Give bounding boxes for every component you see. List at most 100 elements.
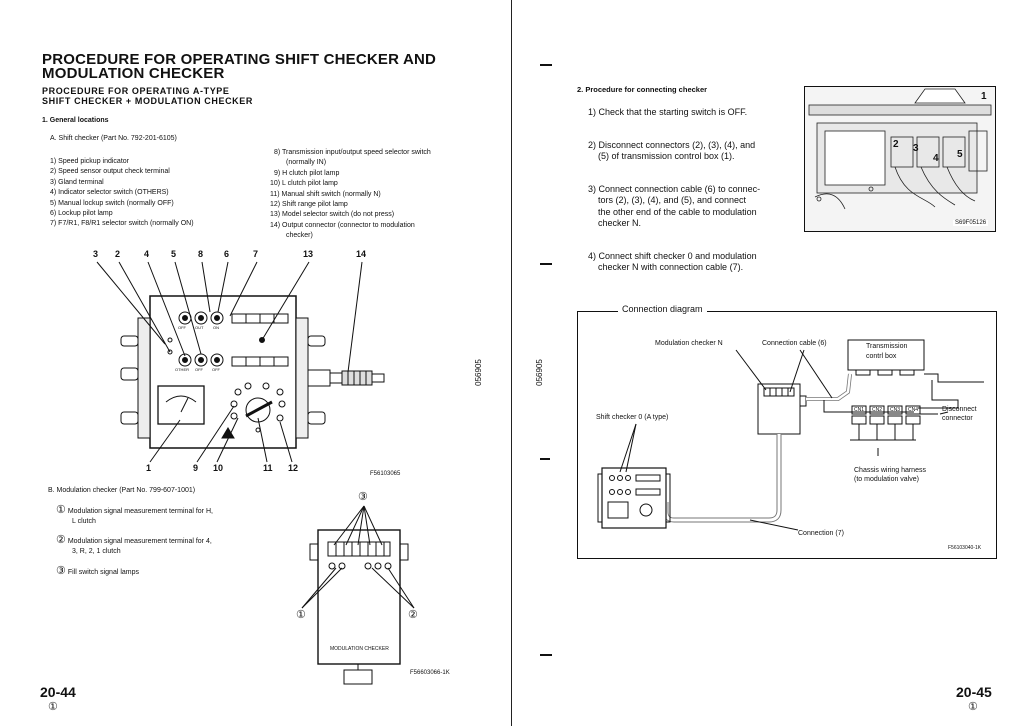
callout-10: 10 xyxy=(213,463,224,473)
gutter-mark xyxy=(540,654,552,656)
part-a-heading: A. Shift checker (Part No. 792-201-6105) xyxy=(50,135,177,142)
control-box-photo: 2 3 4 5 1 S69F05126 xyxy=(804,86,996,232)
figure-code: F56603066-1K xyxy=(410,670,450,676)
list-item: (normally IN) xyxy=(286,159,327,167)
list-item: 13) Model selector switch (do not press) xyxy=(270,211,395,219)
cn-label: CN1 xyxy=(854,407,865,413)
gutter-mark xyxy=(540,263,552,265)
photo-callout-1: 1 xyxy=(981,91,987,102)
callout-3-circled: ③ xyxy=(358,491,368,503)
list-item: 10) L clutch pilot lamp xyxy=(270,180,338,188)
photo-callout-3: 3 xyxy=(913,143,919,154)
label-chassis-harness: Chassis wiring harness xyxy=(854,467,926,474)
list-item: 7) F7/R1, F8/R1 selector switch (normall… xyxy=(50,220,194,228)
page-mark-right: ① xyxy=(968,701,978,713)
gutter-mark xyxy=(540,64,552,66)
label-disconnect: Disconnect xyxy=(942,406,977,413)
callout-11: 11 xyxy=(263,463,273,473)
list-item: 14) Output connector (connector to modul… xyxy=(270,221,415,229)
callout-1-circled: ① xyxy=(296,609,306,621)
callout-9: 9 xyxy=(193,463,199,473)
shift-checker-drawing xyxy=(96,261,385,463)
list-item: 2) Speed sensor output check terminal xyxy=(50,168,170,176)
list-item: 11) Manual shift switch (normally N) xyxy=(270,190,381,198)
label-connection-7: Connection (7) xyxy=(798,530,844,537)
photo-callout-2: 2 xyxy=(893,139,899,150)
control-box-sketch xyxy=(808,88,992,210)
cn-label: CN4 xyxy=(908,407,919,413)
location-list-b: 8) Transmission input/output speed selec… xyxy=(270,148,431,242)
step-2: 2) Disconnect connectors (2), (3), (4), … xyxy=(588,140,756,162)
photo-callout-4: 4 xyxy=(933,153,939,164)
diagram-title: Connection diagram xyxy=(618,304,707,314)
callout-12: 12 xyxy=(288,463,299,473)
list-item: checker) xyxy=(286,232,313,240)
modulation-checker-figure: ③ ① ② MODULATION CHECKER F56603066-1K xyxy=(296,491,450,685)
panel-label: OFF xyxy=(212,367,220,372)
list-item: 6) Lockup pilot lamp xyxy=(50,210,113,218)
mod-item-1: ① Modulation signal measurement terminal… xyxy=(56,504,213,526)
list-item: 9) H clutch pilot lamp xyxy=(274,169,340,177)
photo-code: S69F05126 xyxy=(953,220,989,226)
connection-diagram: Connection diagram xyxy=(577,304,997,559)
procedure-heading: 2. Procedure for connecting checker xyxy=(577,85,708,94)
label-shift-checker-0: Shift checker 0 (A type) xyxy=(596,414,669,421)
callout-2: 2 xyxy=(115,249,121,259)
list-item: 5) Manual lockup switch (normally OFF) xyxy=(50,199,174,207)
gutter-code-right: 056905 xyxy=(534,359,544,386)
callout-1: 1 xyxy=(146,463,152,473)
mod-item-3: ③ Fill switch signal lamps xyxy=(56,565,140,577)
label-modulation-checker-n: Modulation checker N xyxy=(655,340,723,347)
shift-checker-figure: 3 2 4 5 8 6 7 13 14 1 9 10 11 12 OFF OUT… xyxy=(93,249,401,477)
panel-label: ON xyxy=(213,325,219,330)
page-divider xyxy=(511,0,512,726)
step-4: 4) Connect shift checker 0 and modulatio… xyxy=(588,251,757,273)
cn-label: CN2 xyxy=(872,407,883,413)
panel-label: OFF xyxy=(195,367,203,372)
callout-3: 3 xyxy=(93,249,99,259)
part-b-heading: B. Modulation checker (Part No. 799-607-… xyxy=(48,487,196,494)
callout-7: 7 xyxy=(253,249,259,259)
callout-4: 4 xyxy=(144,249,150,259)
subtitle-line2: SHIFT CHECKER + MODULATION CHECKER xyxy=(42,96,253,106)
page-number-right: 20-45 xyxy=(956,684,992,700)
step-1: 1) Check that the starting switch is OFF… xyxy=(588,107,748,117)
step-3: 3) Connect connection cable (6) to conne… xyxy=(588,184,761,229)
cn-label: CN3 xyxy=(890,407,901,413)
label-to-modulation-valve: (to modulation valve) xyxy=(854,476,919,483)
panel-label: OUT xyxy=(195,325,204,330)
panel-label: OFF xyxy=(178,325,186,330)
photo-callout-5: 5 xyxy=(957,149,963,160)
callout-14: 14 xyxy=(356,249,367,259)
list-item: 1) Speed pickup indicator xyxy=(50,158,129,165)
page-title-line1: PROCEDURE FOR OPERATING SHIFT CHECKER AN… xyxy=(42,51,437,68)
list-item: 4) Indicator selector switch (OTHERS) xyxy=(50,189,169,197)
callout-2-circled: ② xyxy=(408,609,418,621)
callout-6: 6 xyxy=(224,249,230,259)
panel-label: OTHER xyxy=(175,367,189,372)
callout-8: 8 xyxy=(198,249,204,259)
callout-13: 13 xyxy=(303,249,314,259)
list-item: 12) Shift range pilot lamp xyxy=(270,201,348,209)
location-list-a: 1) Speed pickup indicator 2) Speed senso… xyxy=(50,157,194,230)
gutter-code-left: 056905 xyxy=(473,359,483,386)
label-connection-cable-6: Connection cable (6) xyxy=(762,340,827,347)
connection-diagram-drawing xyxy=(597,339,984,531)
figure-code: F56103065 xyxy=(370,471,401,477)
section-heading: 1. General locations xyxy=(42,117,109,124)
mod-item-2: ② Modulation signal measurement terminal… xyxy=(56,534,212,556)
label-contrl-box: contrl box xyxy=(866,353,897,360)
label-connector: connector xyxy=(942,415,973,422)
label-transmission: Transmission xyxy=(866,343,908,350)
mod-box-label: MODULATION CHECKER xyxy=(330,646,389,652)
subtitle-line1: PROCEDURE FOR OPERATING A-TYPE xyxy=(42,86,230,96)
page-mark-left: ① xyxy=(48,701,58,713)
callout-5: 5 xyxy=(171,249,177,259)
page-number-left: 20-44 xyxy=(40,684,76,700)
modulation-checker-drawing xyxy=(301,505,415,685)
figure-code: F56103040-1K xyxy=(948,545,982,551)
list-item: 8) Transmission input/output speed selec… xyxy=(274,149,431,156)
gutter-mark xyxy=(540,458,550,460)
page-title-line2: MODULATION CHECKER xyxy=(42,65,225,82)
list-item: 3) Gland terminal xyxy=(50,178,104,186)
